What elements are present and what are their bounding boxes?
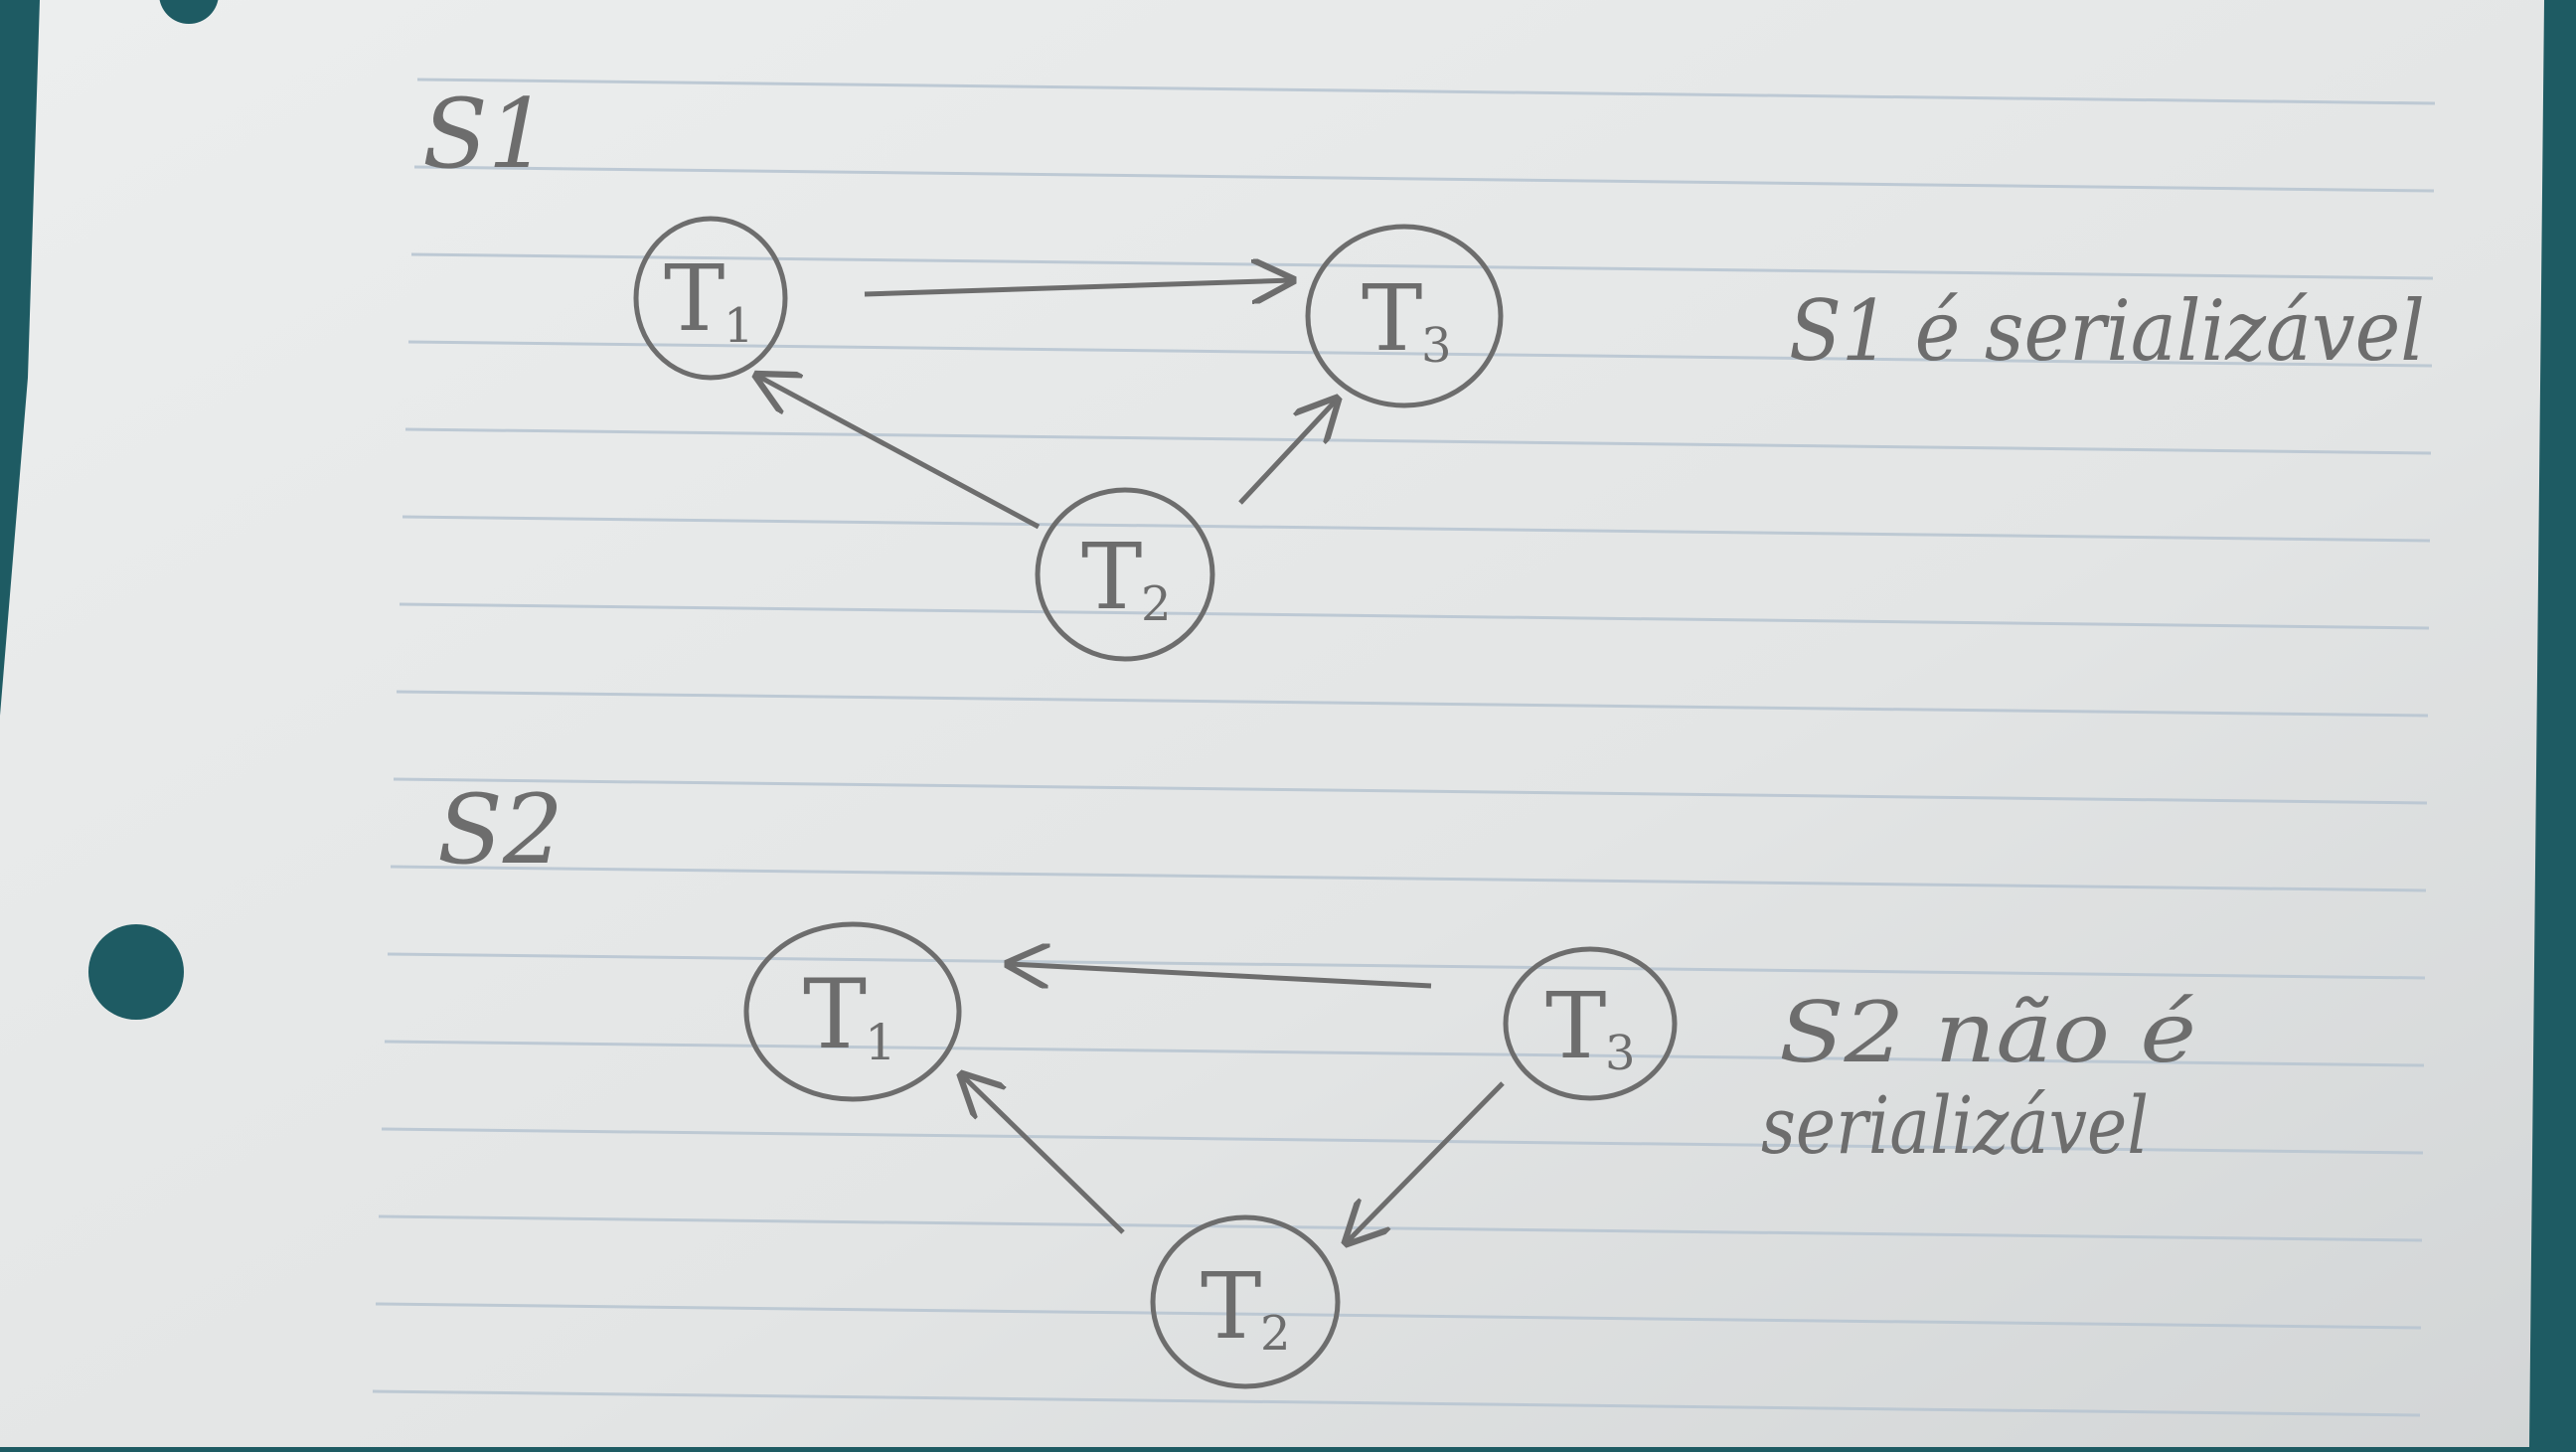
node-t2: T 2 xyxy=(1150,1214,1341,1389)
binder-hole xyxy=(88,924,184,1020)
node-subscript: 2 xyxy=(1260,1306,1291,1362)
node-t3: T 3 xyxy=(1503,946,1678,1101)
ruled-line xyxy=(413,165,2435,193)
ruled-line xyxy=(372,1389,2421,1417)
edge-t2-to-t1 xyxy=(962,1075,1125,1234)
ruled-line xyxy=(384,1040,2425,1067)
node-t3: T 3 xyxy=(1305,224,1504,408)
ruled-line xyxy=(390,865,2427,892)
section-label: S1 xyxy=(422,79,549,190)
ruled-line xyxy=(416,78,2436,105)
node-subscript: 2 xyxy=(1141,576,1172,632)
ruled-lines xyxy=(372,78,2436,1417)
node-subscript: 1 xyxy=(865,1014,896,1071)
ruled-line xyxy=(378,1214,2423,1242)
edge-t3-to-t2 xyxy=(1347,1081,1505,1242)
edge-t1-to-t3 xyxy=(864,280,1292,294)
node-subscript: 3 xyxy=(1605,1026,1636,1081)
ruled-line xyxy=(407,340,2433,368)
section-s1: S1 T 1 T 3 T 2 S1 é serializável xyxy=(422,79,2425,662)
ruled-line xyxy=(399,602,2430,630)
node-t1: T 1 xyxy=(633,216,788,381)
section-label: S2 xyxy=(437,774,564,886)
ruled-line xyxy=(396,690,2429,718)
ruled-line xyxy=(404,427,2432,455)
node-label: T xyxy=(803,959,867,1070)
edge-t3-to-t1 xyxy=(1009,964,1432,986)
edge-t2-to-t3 xyxy=(1238,400,1337,505)
ruled-line xyxy=(381,1127,2424,1155)
ruled-line xyxy=(410,252,2434,280)
node-label: T xyxy=(1201,1253,1261,1360)
ruled-line xyxy=(393,777,2428,805)
node-t1: T 1 xyxy=(743,921,962,1102)
conclusion-line-1: S2 não é xyxy=(1779,984,2196,1081)
node-subscript: 3 xyxy=(1421,318,1452,374)
node-label: T xyxy=(1081,524,1142,630)
node-label: T xyxy=(1362,265,1422,372)
conclusion-text: S1 é serializável xyxy=(1789,282,2425,380)
edge-t2-to-t1 xyxy=(757,376,1041,530)
node-label: T xyxy=(1545,973,1606,1079)
ruled-line xyxy=(387,952,2426,980)
node-subscript: 1 xyxy=(724,298,754,354)
binder-hole xyxy=(159,0,219,24)
ruled-line xyxy=(375,1302,2422,1330)
node-label: T xyxy=(664,245,724,352)
node-t2: T 2 xyxy=(1035,487,1215,662)
conclusion-line-2: serializável xyxy=(1761,1079,2149,1172)
ruled-line xyxy=(402,515,2431,543)
section-s2: S2 T 1 T 3 T 2 S2 não é serializável xyxy=(437,774,2196,1389)
